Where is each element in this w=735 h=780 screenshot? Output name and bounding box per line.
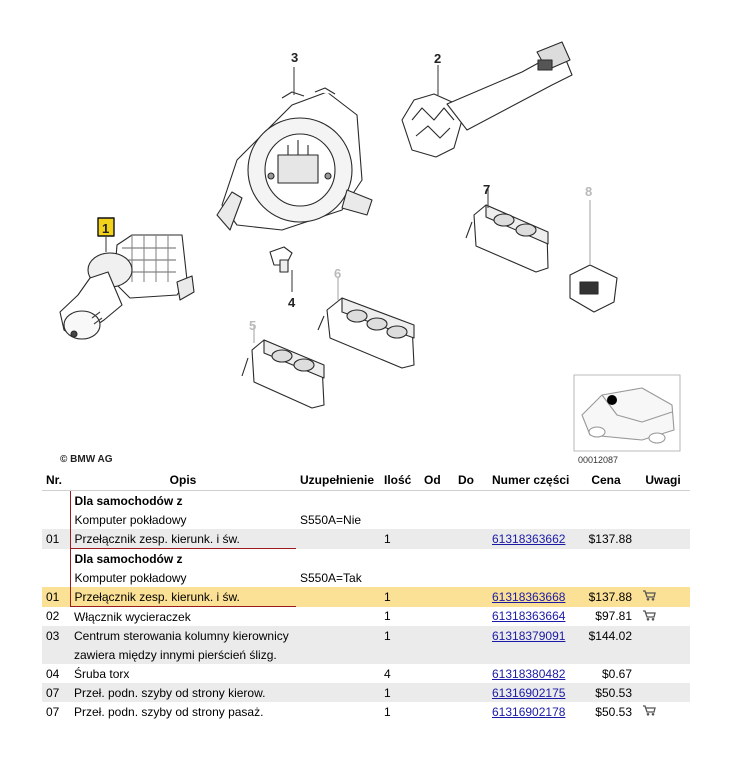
cart-icon[interactable] (642, 610, 656, 624)
table-row-highlighted[interactable]: 01 Przełącznik zesp. kierunk. i św. 1 61… (42, 587, 690, 607)
callout-2[interactable]: 2 (434, 51, 441, 66)
part-number-link[interactable]: 61318379091 (492, 628, 566, 643)
part-number-link[interactable]: 61316902178 (492, 704, 566, 719)
part-5-switch[interactable] (241, 325, 325, 409)
copyright-label: © BMW AG (60, 454, 113, 465)
group-subtitle-row: Komputer pokładowy S550A=Tak (42, 568, 690, 587)
callout-8[interactable]: 8 (585, 184, 592, 199)
group-header-row: Dla samochodów z (42, 548, 690, 568)
table-row[interactable]: 01 Przełącznik zesp. kierunk. i św. 1 61… (42, 529, 690, 549)
group-header-row: Dla samochodów z (42, 490, 690, 510)
table-row[interactable]: 07 Przeł. podn. szyby od strony kierow. … (42, 683, 690, 702)
col-ilosc: Ilość (380, 470, 420, 491)
col-opis: Opis (70, 470, 296, 491)
part-7-window-switch[interactable] (465, 188, 549, 273)
table-row[interactable]: 07 Przeł. podn. szyby od strony pasaż. 1… (42, 702, 690, 721)
callout-1[interactable]: 1 (102, 221, 109, 236)
part-2-wiper-switch[interactable] (401, 41, 573, 158)
location-marker-icon (607, 395, 617, 405)
table-header-row: Nr. Opis Uzupełnienie Ilość Od Do Numer … (42, 470, 690, 491)
callout-7[interactable]: 7 (483, 182, 490, 197)
table-row[interactable]: 04 Śruba torx 4 61318380482 $0.67 (42, 664, 690, 683)
part-number-link[interactable]: 61318363662 (492, 531, 566, 546)
group-subtitle: Komputer pokładowy (69, 510, 296, 529)
col-nr: Nr. (42, 470, 70, 491)
col-cena: Cena (576, 470, 636, 491)
callout-6[interactable]: 6 (334, 266, 341, 281)
cart-icon[interactable] (642, 705, 656, 719)
callout-5[interactable]: 5 (249, 318, 256, 333)
group-uzupelnienie: S550A=Tak (296, 568, 380, 587)
part-6-window-switch[interactable] (317, 278, 415, 369)
col-uwagi: Uwagi (636, 470, 690, 491)
part-8-switch[interactable] (569, 200, 618, 313)
table-row[interactable]: 03 Centrum sterowania kolumny kierownicy… (42, 626, 690, 645)
part-number-link[interactable]: 61316902175 (492, 685, 566, 700)
part-3-steering-column-centre[interactable] (216, 67, 373, 231)
col-do: Do (454, 470, 488, 491)
callout-4[interactable]: 4 (288, 295, 296, 310)
col-uzupelnienie: Uzupełnienie (296, 470, 380, 491)
group-subtitle: Komputer pokładowy (69, 568, 296, 587)
group-title: Dla samochodów z (69, 548, 296, 568)
diagram-id: 00012087 (578, 455, 618, 465)
group-uzupelnienie: S550A=Nie (296, 510, 380, 529)
part-4-torx-screw[interactable] (269, 246, 293, 292)
table-row[interactable]: 02 Włącznik wycieraczek 1 61318363664 $9… (42, 606, 690, 626)
group-subtitle-row: Komputer pokładowy S550A=Nie (42, 510, 690, 529)
part-number-link[interactable]: 61318363664 (492, 609, 566, 624)
callout-3[interactable]: 3 (291, 50, 298, 65)
part-number-link[interactable]: 61318380482 (492, 666, 566, 681)
parts-diagram: 3 2 1 4 6 5 7 8 © BMW AG 00012087 (59, 41, 681, 465)
col-od: Od (420, 470, 454, 491)
table-row-continuation: zawiera między innymi pierścień ślizg. (42, 645, 690, 664)
col-numer: Numer części (488, 470, 576, 491)
part-number-link[interactable]: 61318363668 (492, 589, 566, 604)
cart-icon[interactable] (642, 590, 656, 604)
group-title: Dla samochodów z (69, 490, 296, 510)
part-1-turn-signal-switch[interactable] (59, 234, 195, 340)
parts-table: Nr. Opis Uzupełnienie Ilość Od Do Numer … (42, 470, 690, 721)
vehicle-thumbnail (573, 374, 681, 452)
